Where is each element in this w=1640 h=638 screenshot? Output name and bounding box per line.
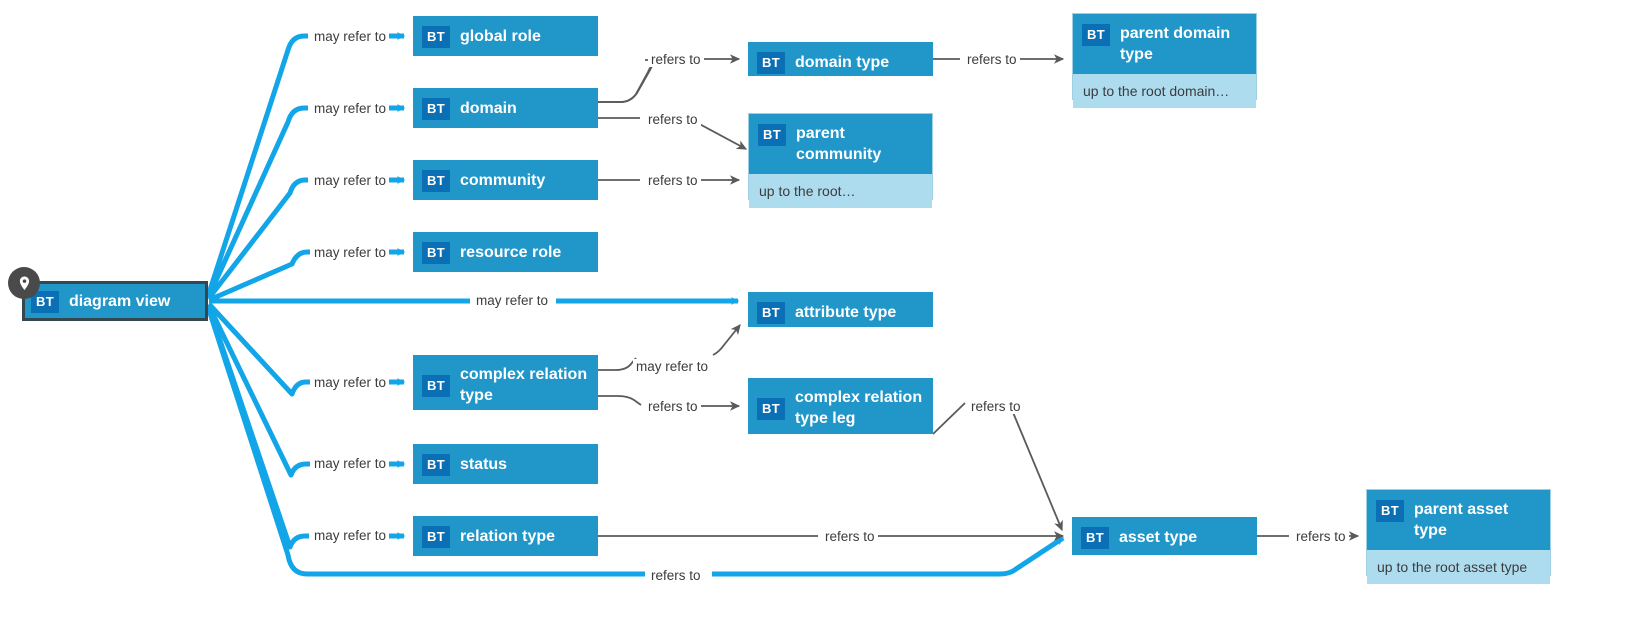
node-relation-type[interactable]: BT relation type: [413, 516, 598, 556]
node-label: complex relation type leg: [794, 389, 923, 427]
business-term-badge: BT: [422, 98, 450, 120]
arrow-attribute-type-from-crt: [712, 324, 741, 356]
edge-label-lbl-parent-community-a: refers to: [645, 112, 701, 127]
node-parent-asset-type[interactable]: BT parent asset type up to the root asset …: [1366, 489, 1551, 584]
edge-diagram-view-to-status: [206, 304, 310, 478]
node-attribute-type[interactable]: BT attribute type: [748, 292, 933, 327]
node-footer-note: up to the root asset type: [1367, 550, 1550, 584]
node-header: BT diagram view: [25, 284, 205, 319]
node-header: BT relation type: [413, 516, 598, 557]
business-term-badge: BT: [422, 454, 450, 476]
edge-crt-to-attribute-type: [598, 357, 637, 371]
edge-label-lbl-parent-community-b: refers to: [645, 173, 701, 188]
edge-diagram-view-to-resource-role: [208, 249, 310, 303]
edge-label-lbl-leg-asset: refers to: [968, 399, 1024, 414]
arrow-asset-type-from-leg: [1011, 409, 1063, 532]
business-term-badge: BT: [757, 52, 785, 74]
node-label: diagram view: [68, 293, 171, 310]
business-term-badge: BT: [31, 291, 59, 313]
edge-label-lbl-community: may refer to: [311, 173, 390, 188]
business-term-badge: BT: [757, 397, 785, 420]
edge-diagram-view-to-global-role: [206, 33, 308, 294]
node-label: domain: [459, 100, 517, 117]
node-header: BT domain: [413, 88, 598, 129]
node-label: parent asset type: [1413, 501, 1509, 539]
node-parent-community[interactable]: BT parent community up to the root…: [748, 113, 933, 208]
node-diagram-view[interactable]: BT diagram view: [22, 281, 208, 321]
edge-label-lbl-global-role: may refer to: [311, 29, 390, 44]
business-term-badge: BT: [1081, 527, 1109, 549]
node-header: BT parent asset type: [1367, 490, 1550, 550]
edge-crt-leg-to-asset-type: [932, 402, 966, 435]
node-domain-type[interactable]: BT domain type: [748, 42, 933, 76]
edge-diagram-view-to-community: [207, 177, 308, 300]
edge-label-lbl-domain-type: refers to: [648, 52, 704, 67]
edge-diagram-view-to-relation-type: [206, 307, 309, 550]
edge-label-lbl-resource-role: may refer to: [311, 245, 390, 260]
edge-diagram-view-to-domain: [206, 105, 308, 298]
node-header: BT complex relation type: [413, 355, 598, 415]
node-label: domain type: [794, 54, 890, 71]
edge-label-lbl-status: may refer to: [311, 456, 390, 471]
business-term-badge: BT: [1376, 500, 1404, 522]
business-term-badge: BT: [757, 302, 785, 324]
edge-label-lbl-complex-relation-type: may refer to: [311, 375, 390, 390]
edge-label-lbl-bottom-asset-type: refers to: [648, 568, 704, 583]
node-label: community: [459, 172, 546, 189]
business-term-badge: BT: [422, 526, 450, 548]
edge-label-lbl-crt-leg: refers to: [645, 399, 701, 414]
edge-crt-to-crt-leg: [598, 395, 642, 406]
node-label: asset type: [1118, 529, 1198, 546]
node-parent-domain-type[interactable]: BT parent domain type up to the root domai…: [1072, 13, 1257, 108]
node-header: BT domain type: [748, 42, 933, 83]
node-header: BT global role: [413, 16, 598, 57]
node-header: BT parent community: [749, 114, 932, 174]
edge-label-lbl-domain: may refer to: [311, 101, 390, 116]
node-header: BT community: [413, 160, 598, 201]
edge-diagram-view-to-complex-relation-type: [207, 302, 310, 397]
node-label: parent domain type: [1119, 25, 1231, 63]
business-term-badge: BT: [758, 124, 786, 146]
node-header: BT complex relation type leg: [748, 378, 933, 438]
node-header: BT resource role: [413, 232, 598, 273]
node-header: BT status: [413, 444, 598, 485]
node-complex-relation-type-leg[interactable]: BT complex relation type leg: [748, 378, 933, 434]
node-label: resource role: [459, 244, 562, 261]
node-domain[interactable]: BT domain: [413, 88, 598, 128]
location-pin-icon: [8, 267, 40, 299]
node-label: parent community: [795, 125, 882, 163]
node-label: attribute type: [794, 304, 897, 321]
node-label: relation type: [459, 528, 556, 545]
edge-diagram-view-to-asset-type: [206, 309, 1063, 577]
business-term-badge: BT: [422, 374, 450, 397]
node-footer-note: up to the root…: [749, 174, 932, 208]
node-resource-role[interactable]: BT resource role: [413, 232, 598, 272]
edge-label-lbl-parent-domain-type: refers to: [964, 52, 1020, 67]
business-term-badge: BT: [1082, 24, 1110, 46]
node-header: BT parent domain type: [1073, 14, 1256, 74]
node-community[interactable]: BT community: [413, 160, 598, 200]
node-header: BT attribute type: [748, 292, 933, 333]
node-label: global role: [459, 28, 541, 45]
node-label: status: [459, 456, 508, 473]
edge-label-lbl-asset-parent: refers to: [1293, 529, 1349, 544]
business-term-badge: BT: [422, 242, 450, 264]
node-complex-relation-type[interactable]: BT complex relation type: [413, 355, 598, 410]
node-status[interactable]: BT status: [413, 444, 598, 484]
edge-label-lbl-attribute-type: may refer to: [473, 293, 552, 308]
edge-label-lbl-crt-attribute: may refer to: [633, 359, 712, 374]
node-global-role[interactable]: BT global role: [413, 16, 598, 56]
edge-label-lbl-relation-asset: refers to: [822, 529, 878, 544]
business-term-badge: BT: [422, 170, 450, 192]
node-header: BT asset type: [1072, 517, 1257, 558]
node-footer-note: up to the root domain…: [1073, 74, 1256, 108]
edge-label-lbl-relation-type: may refer to: [311, 528, 390, 543]
arrow-parent-community-from-domain: [691, 119, 748, 150]
node-asset-type[interactable]: BT asset type: [1072, 517, 1257, 555]
business-term-badge: BT: [422, 26, 450, 48]
node-label: complex relation type: [459, 366, 588, 404]
